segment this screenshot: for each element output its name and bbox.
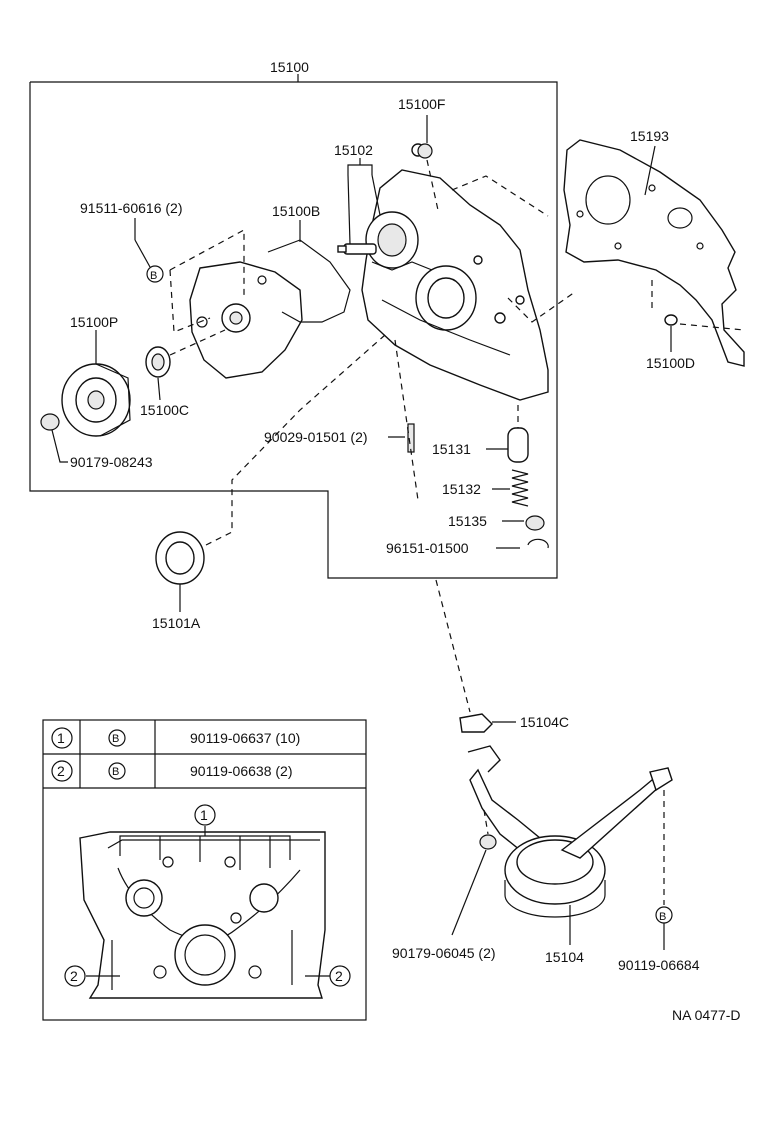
reference-code: NA 0477-D (672, 1007, 740, 1023)
legend-row1-mark: B (112, 733, 119, 745)
label-oring: 15100B (272, 203, 320, 219)
label-spring: 15132 (442, 481, 481, 497)
legend-row1-part: 90119-06637 (10) (190, 730, 300, 746)
bolt-marker-90119: B (655, 906, 673, 924)
oil-seal-15101a (155, 531, 205, 585)
label-gasket: 15193 (630, 128, 669, 144)
plug-15100d (664, 314, 678, 326)
label-strainer: 15104 (545, 949, 584, 965)
label-bolt-91511: 91511-60616 (2) (80, 200, 182, 216)
bolt-15100f (417, 143, 433, 159)
oil-strainer (467, 745, 673, 918)
label-plug: 15100D (646, 355, 695, 371)
b-marker-right: B (659, 911, 666, 923)
legend-row1-num: 1 (57, 730, 65, 746)
legend-row2-mark: B (112, 766, 119, 778)
legend-row2-num: 2 (57, 763, 65, 779)
seal-15100c (145, 346, 171, 378)
legend-row2-mark-circle (108, 762, 126, 780)
label-assembly: 15100 (270, 59, 309, 75)
label-gear: 15100P (70, 314, 118, 330)
cover-gasket (563, 139, 745, 367)
label-valve: 15131 (432, 441, 471, 457)
drive-shaft (337, 243, 377, 255)
spring-retainer (525, 515, 545, 531)
legend-row2-part: 90119-06638 (2) (190, 763, 292, 779)
label-clip: 96151-01500 (386, 540, 469, 556)
pump-cover (189, 261, 303, 379)
oil-pump-body (361, 143, 549, 401)
label-bolt-top: 15100F (398, 96, 445, 112)
label-strainer-gasket: 15104C (520, 714, 569, 730)
inset-callout-2-right: 2 (335, 968, 343, 984)
strainer-gasket (459, 713, 493, 733)
stud-90029 (407, 423, 415, 453)
assembly-boundary (29, 74, 558, 579)
legend-row1-mark-circle (108, 729, 126, 747)
relief-valve (507, 427, 529, 463)
label-oil-seal: 15101A (152, 615, 201, 631)
bolt-marker-91511: B (146, 265, 164, 283)
inset-callout-2-right-circle (329, 965, 351, 987)
label-nut-b: 90179-06045 (2) (392, 945, 496, 961)
nut-90179-06045 (479, 834, 497, 850)
valve-spring (511, 469, 529, 507)
inset-callout-1-circle (194, 804, 216, 826)
inset-callout-1: 1 (200, 807, 208, 823)
b-marker-left: B (150, 270, 157, 282)
drive-gear (61, 363, 131, 437)
label-shaft: 15102 (334, 142, 373, 158)
legend-row2-num-circle (51, 760, 73, 782)
inset-callout-2-left-circle (64, 965, 86, 987)
inset-pump-body (79, 831, 326, 999)
o-ring-15100b (267, 239, 351, 323)
label-seal-c: 15100C (140, 402, 189, 418)
legend-box (42, 719, 367, 1021)
label-nut-a: 90179-08243 (70, 454, 153, 470)
nut-90179-08243 (40, 413, 60, 431)
legend-row1-num-circle (51, 727, 73, 749)
label-stud: 90029-01501 (2) (264, 429, 368, 445)
inset-callout-2-left: 2 (70, 968, 78, 984)
snap-clip (527, 538, 549, 549)
label-retainer: 15135 (448, 513, 487, 529)
label-bolt-90119: 90119-06684 (618, 957, 700, 973)
